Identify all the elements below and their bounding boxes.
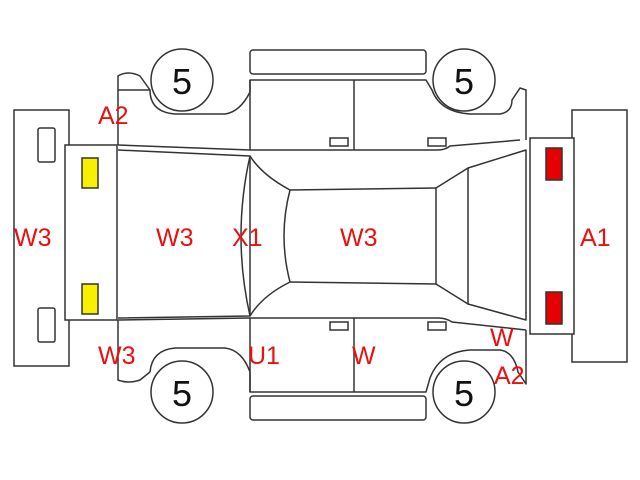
tire-front-right-value: 5 <box>454 373 474 414</box>
tire-rear-right: 5 <box>150 360 214 424</box>
label-rear-glass: X1 <box>232 224 263 252</box>
lower-side-body <box>117 317 527 393</box>
tire-rear-left-value: 5 <box>172 61 192 102</box>
label-front-door-right: W <box>352 342 376 370</box>
label-roof: W3 <box>340 224 378 252</box>
label-front-right-fender-1: W <box>490 324 514 352</box>
tire-rear-left: 5 <box>150 48 214 112</box>
rear-lamp-yellow-top <box>81 157 99 189</box>
label-front-right-fender-2: A2 <box>494 362 525 390</box>
front-lamp-red-top <box>545 147 563 181</box>
tire-front-right: 5 <box>432 360 496 424</box>
upper-side-body <box>117 72 527 151</box>
bottom-rocker-panel <box>249 395 427 421</box>
tire-front-left: 5 <box>432 48 496 112</box>
top-rocker-panel <box>249 49 427 75</box>
label-rear-left-corner-bottom: W3 <box>98 342 136 370</box>
label-front-bumper: A1 <box>580 224 611 252</box>
front-bumper <box>529 109 628 363</box>
front-lamp-red-bottom <box>545 291 563 325</box>
label-trunk-lid: W3 <box>156 224 194 252</box>
label-rear-door-right: U1 <box>248 342 280 370</box>
label-rear-left-corner-top: A2 <box>98 102 129 130</box>
label-rear-bumper: W3 <box>14 224 52 252</box>
rear-bumper <box>13 109 118 367</box>
rear-lamp-yellow-bottom <box>81 283 99 315</box>
top-view-body <box>117 149 527 321</box>
tire-front-left-value: 5 <box>454 61 474 102</box>
tire-rear-right-value: 5 <box>172 373 192 414</box>
